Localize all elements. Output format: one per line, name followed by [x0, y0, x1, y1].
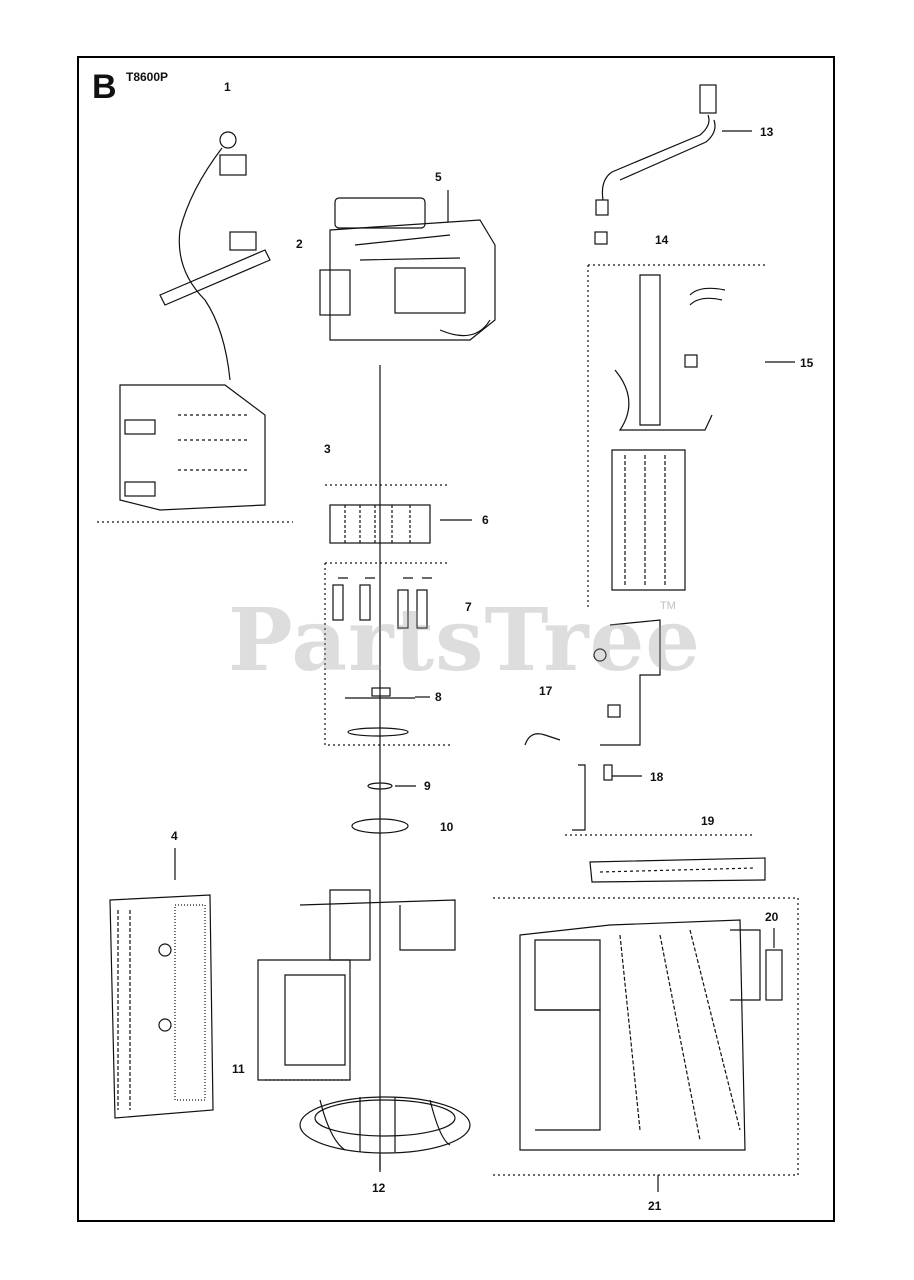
callout-9[interactable]: 9 [424, 779, 431, 793]
section-letter: B [92, 68, 117, 106]
callout-3[interactable]: 3 [324, 442, 331, 456]
part-9-washer [367, 782, 393, 790]
part-13-handle [594, 84, 752, 245]
callout-2[interactable]: 2 [296, 237, 303, 251]
part-7-brushes [324, 563, 450, 746]
part-6-block [325, 484, 472, 564]
part-17-bracket [524, 619, 661, 746]
callout-18[interactable]: 18 [650, 770, 664, 784]
callout-5[interactable]: 5 [435, 170, 442, 184]
part-1-harness [119, 131, 271, 511]
callout-17[interactable]: 17 [539, 684, 553, 698]
part-11-frame [257, 889, 456, 1081]
part-12-stator [299, 1096, 471, 1172]
watermark-text: PartsTree [228, 590, 702, 691]
part-21-housing [493, 897, 799, 1192]
part-15-panel [587, 264, 795, 608]
callout-12[interactable]: 12 [372, 1181, 386, 1195]
callout-6[interactable]: 6 [482, 513, 489, 527]
part-4-side-panel [109, 848, 214, 1119]
callout-7[interactable]: 7 [465, 600, 472, 614]
callout-19[interactable]: 19 [701, 814, 715, 828]
diagram-frame [77, 56, 835, 1222]
part-19-rail [589, 857, 766, 883]
watermark-trademark: TM [660, 600, 676, 612]
part-10-fan [351, 818, 409, 834]
callout-10[interactable]: 10 [440, 820, 454, 834]
callout-14[interactable]: 14 [655, 233, 669, 247]
callout-11[interactable]: 11 [232, 1062, 245, 1076]
callout-20[interactable]: 20 [765, 910, 779, 924]
callout-8[interactable]: 8 [435, 690, 442, 704]
callout-1[interactable]: 1 [224, 80, 231, 94]
callout-15[interactable]: 15 [800, 356, 814, 370]
part-18-bracket [572, 764, 642, 831]
part-20-cover [765, 949, 783, 1001]
model-label: T8600P [126, 70, 169, 84]
part-2-engine [319, 197, 496, 341]
callout-13[interactable]: 13 [760, 125, 774, 139]
callout-4[interactable]: 4 [171, 829, 178, 843]
callout-21[interactable]: 21 [648, 1199, 662, 1213]
part-8-bearing [345, 687, 430, 737]
